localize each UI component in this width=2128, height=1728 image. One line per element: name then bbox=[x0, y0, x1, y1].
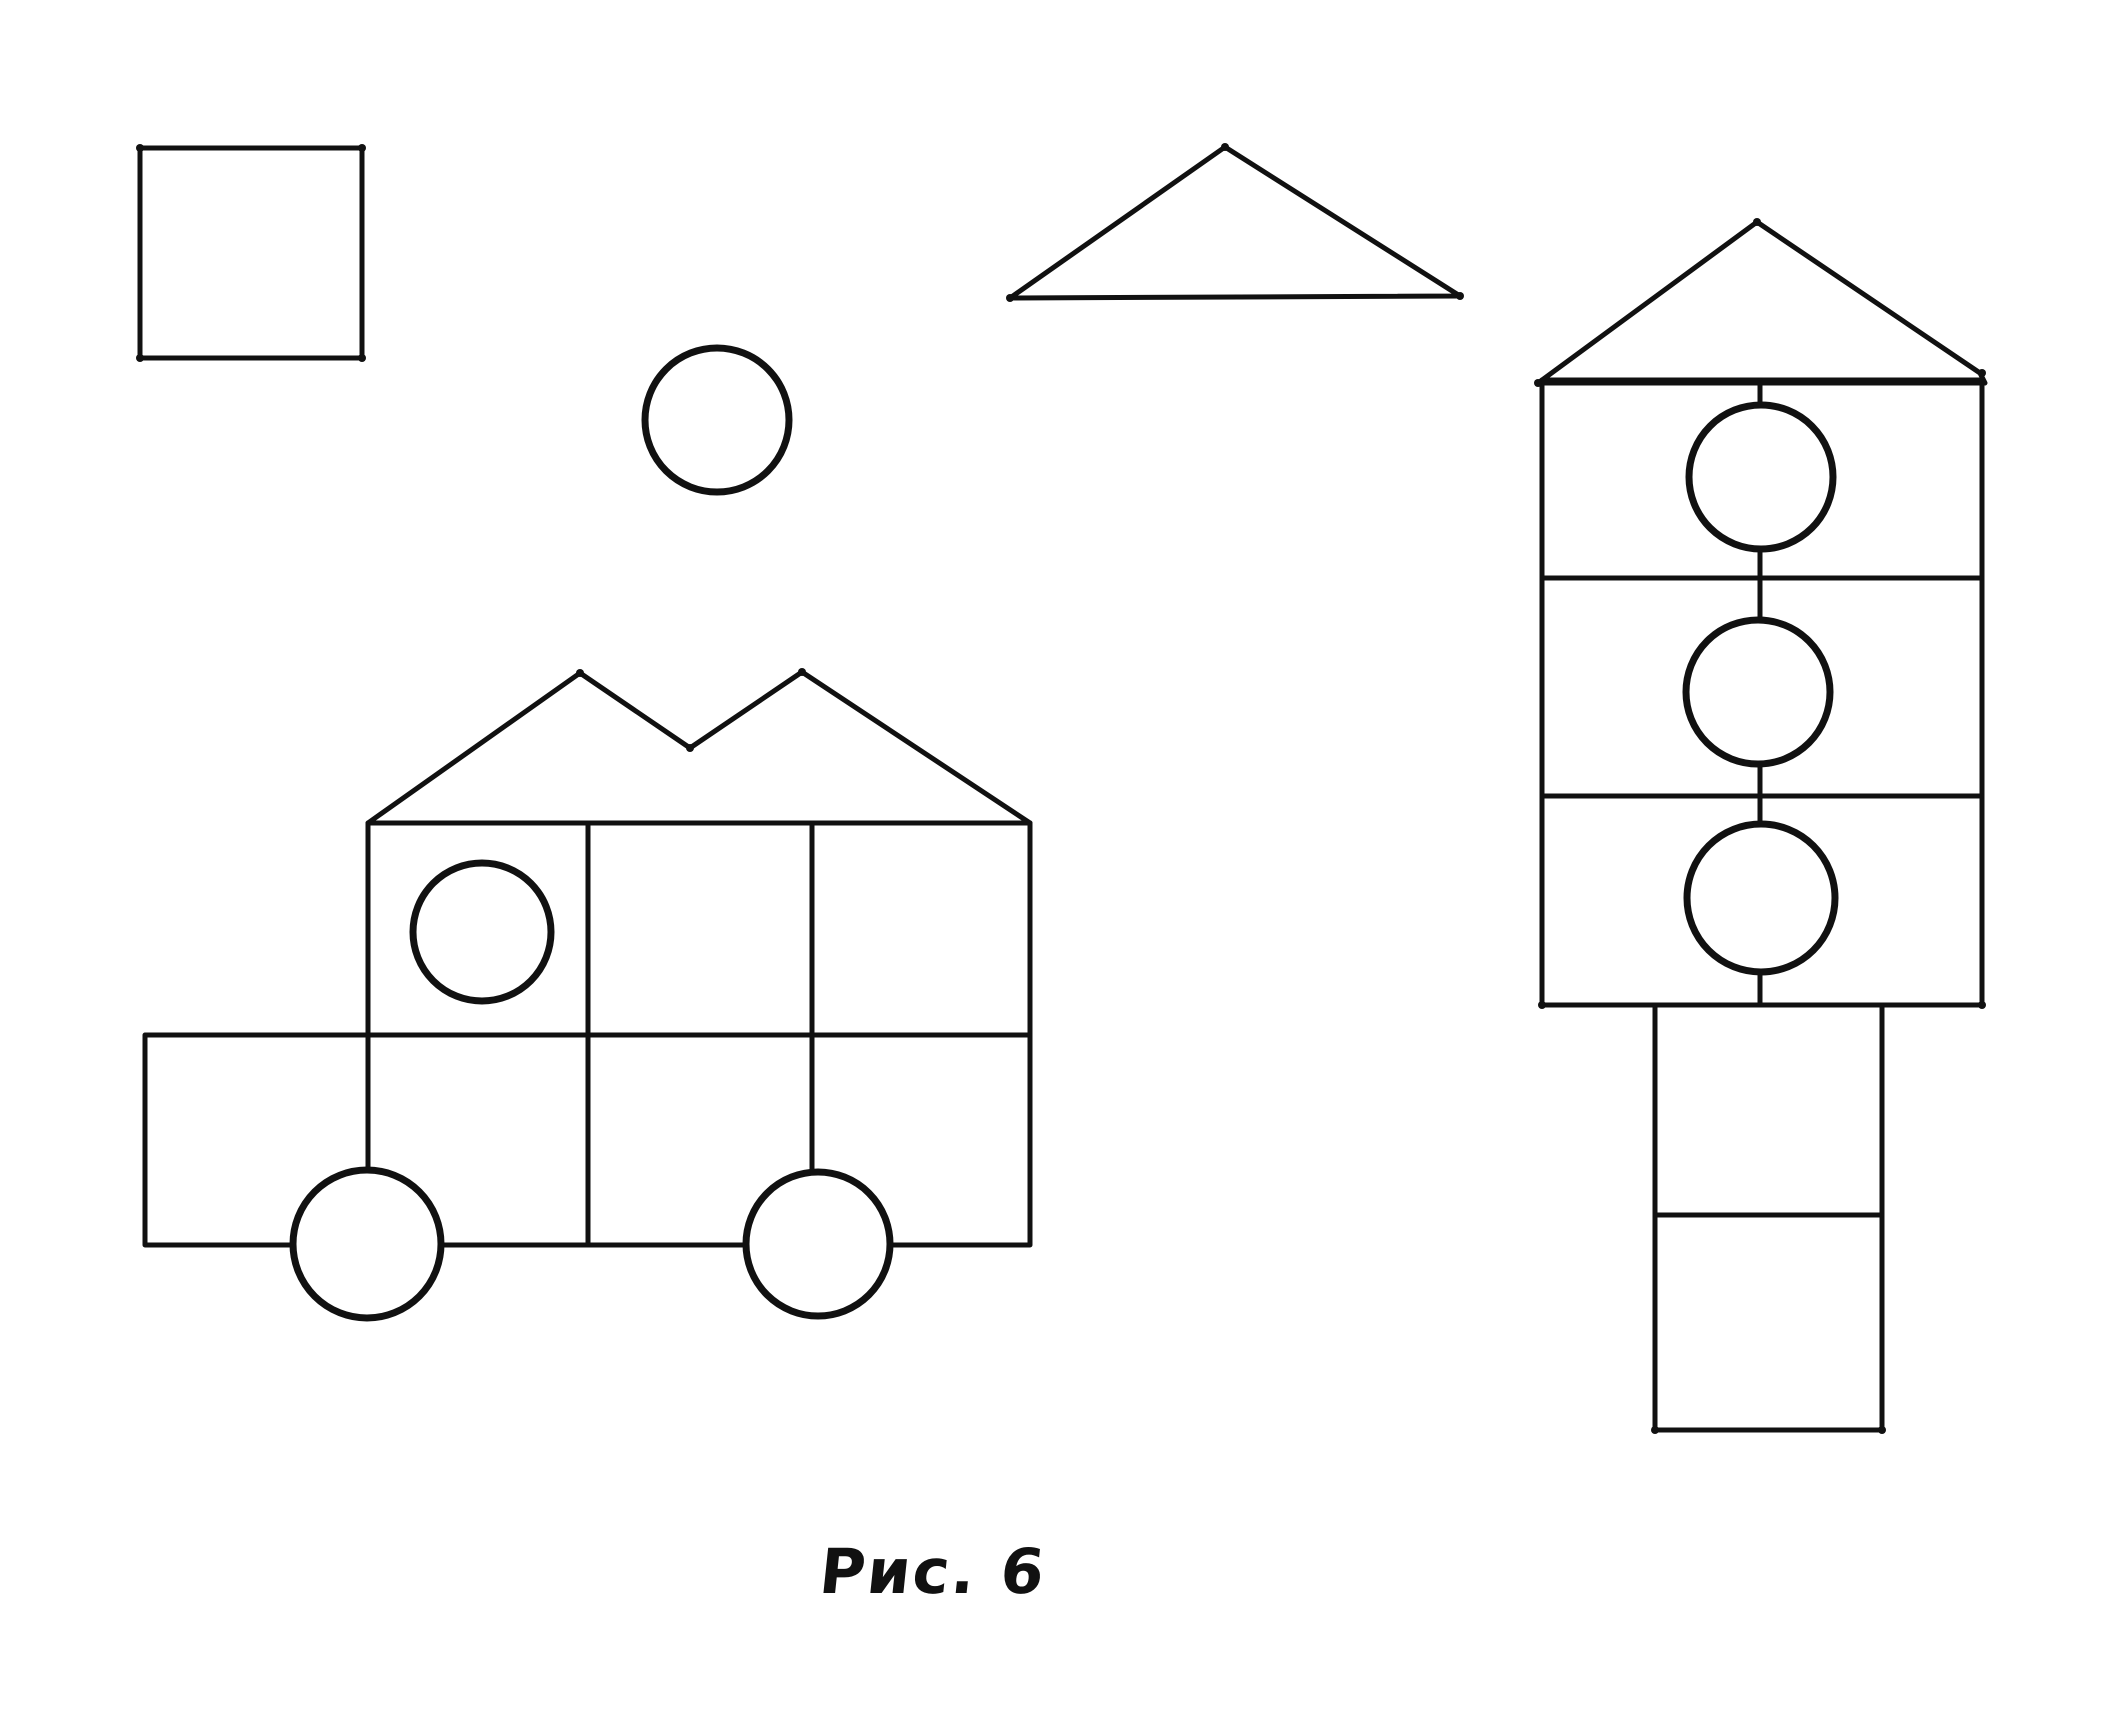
bus-window-circle bbox=[409, 859, 555, 1005]
figure-caption: Рис. 6 bbox=[816, 1535, 1050, 1608]
bus-upper-body bbox=[365, 820, 1033, 1038]
bus-figure bbox=[142, 669, 1033, 1322]
shape-triangle bbox=[1007, 144, 1463, 301]
traffic-light-top bbox=[1685, 401, 1837, 553]
traffic-light-bottom bbox=[1683, 820, 1839, 976]
bus-wheel-right bbox=[742, 1168, 894, 1320]
shape-circle bbox=[641, 344, 793, 496]
bus-roof bbox=[365, 669, 1033, 826]
traffic-light-figure bbox=[1535, 219, 1988, 1433]
shape-square bbox=[137, 145, 365, 361]
bus-wheel-left bbox=[289, 1166, 445, 1322]
traffic-light-roof bbox=[1535, 219, 1988, 386]
corner-dots bbox=[136, 143, 1986, 1434]
traffic-light-middle bbox=[1682, 616, 1834, 768]
